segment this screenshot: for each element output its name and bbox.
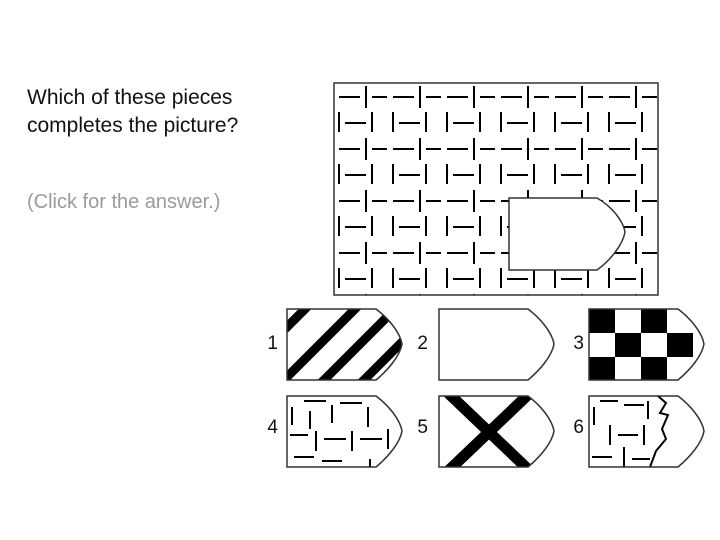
- puzzle-picture: [333, 82, 659, 296]
- option-piece-dash-grid-torn: [588, 395, 708, 469]
- option-6[interactable]: 6: [558, 395, 708, 475]
- option-number: 1: [267, 333, 278, 354]
- question-text: Which of these pieces completes the pict…: [27, 84, 287, 140]
- option-5[interactable]: 5: [408, 395, 558, 475]
- option-piece-checkerboard: [588, 308, 708, 382]
- option-number: 2: [417, 333, 428, 354]
- option-3[interactable]: 3: [558, 306, 708, 386]
- option-number: 6: [573, 417, 584, 438]
- answer-hint-link[interactable]: (Click for the answer.): [27, 191, 221, 213]
- option-number: 3: [573, 333, 584, 354]
- option-1[interactable]: 1: [258, 306, 408, 386]
- option-piece-x-cross: [438, 395, 558, 469]
- option-piece-diagonal-stripes: [286, 308, 406, 382]
- question-line-2: completes the picture?: [27, 114, 239, 137]
- question-line-1: Which of these pieces: [27, 86, 233, 109]
- puzzle-missing-slot: [508, 197, 626, 271]
- option-piece-blank: [438, 308, 558, 382]
- option-number: 4: [267, 417, 278, 438]
- option-number: 5: [417, 417, 428, 438]
- option-4[interactable]: 4: [258, 395, 408, 475]
- option-2[interactable]: 2: [408, 306, 558, 386]
- option-piece-dash-grid: [286, 395, 406, 469]
